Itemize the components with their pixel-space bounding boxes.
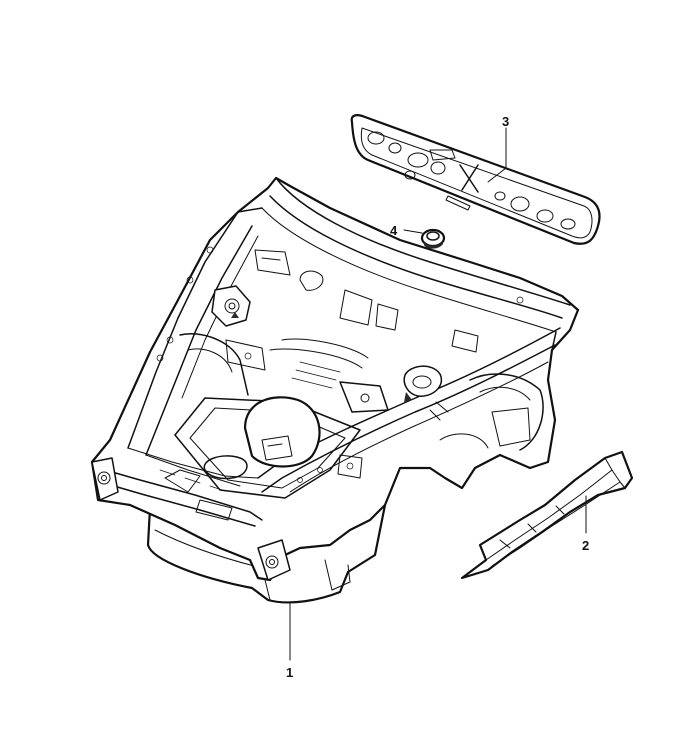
part-1-front-body[interactable] <box>90 176 580 604</box>
part-3-panel[interactable] <box>350 114 601 245</box>
leader-lines <box>289 127 587 661</box>
callout-2: 2 <box>582 538 589 553</box>
callout-4: 4 <box>390 223 398 238</box>
callout-3: 3 <box>502 114 509 129</box>
part-2-side-member[interactable] <box>460 450 634 580</box>
callout-labels: 1 2 3 4 <box>286 114 589 680</box>
part-4-grommet[interactable] <box>420 228 446 249</box>
callout-1: 1 <box>286 665 293 680</box>
